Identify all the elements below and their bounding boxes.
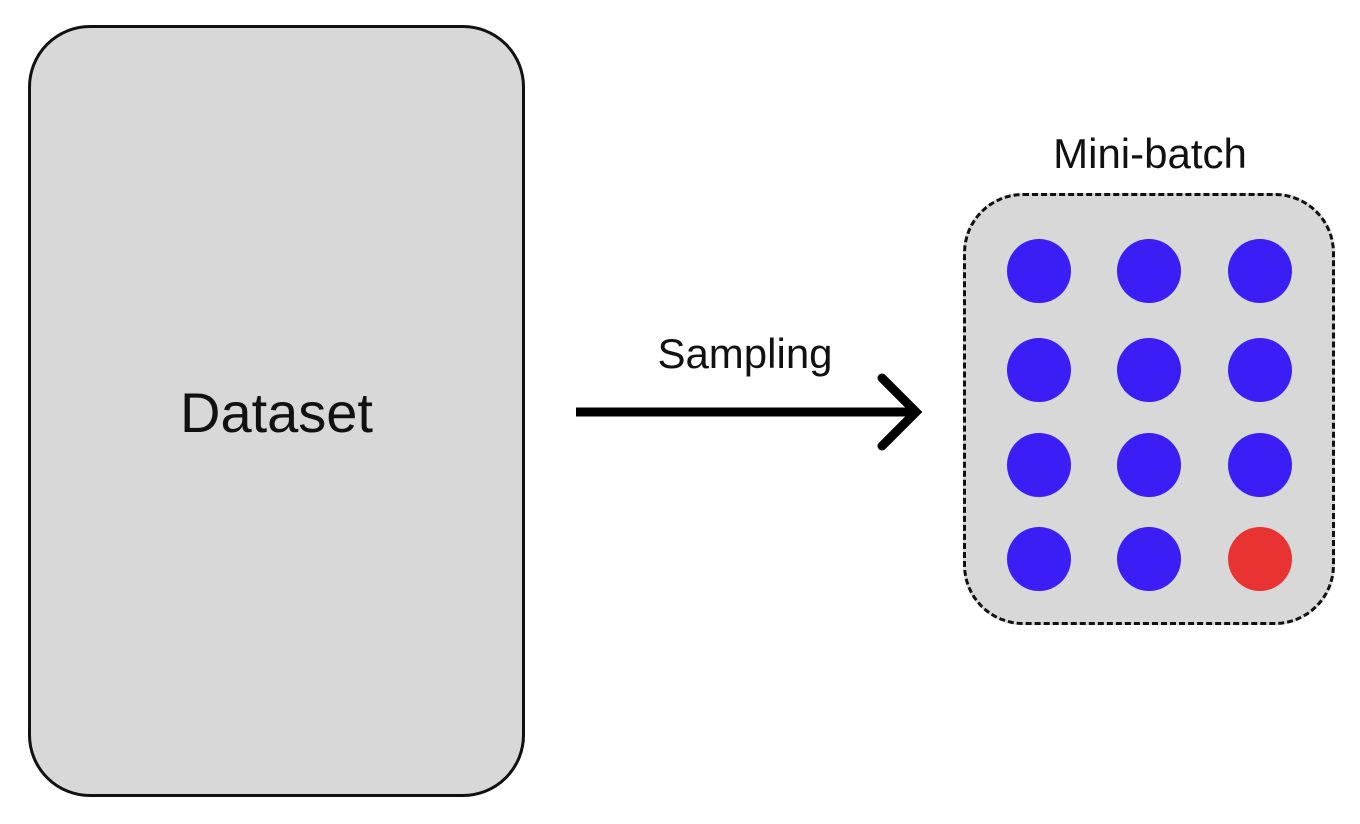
sample-dot-blue (1007, 239, 1071, 303)
sample-dot-blue (1117, 433, 1181, 497)
arrow-head (877, 373, 923, 451)
sample-dot-blue (1007, 527, 1071, 591)
sample-dot-red (1228, 527, 1292, 591)
sample-dot-blue (1228, 433, 1292, 497)
dataset-box (28, 25, 525, 797)
sample-dot-blue (1117, 338, 1181, 402)
sampling-label: Sampling (657, 330, 833, 377)
sample-dot-blue (1007, 338, 1071, 402)
minibatch-dot-grid (963, 193, 1335, 625)
sample-dot-blue (1228, 338, 1292, 402)
sample-dot-blue (1117, 527, 1181, 591)
sampling-arrow (576, 373, 923, 451)
dataset-label: Dataset (180, 381, 373, 444)
sample-dot-blue (1228, 239, 1292, 303)
minibatch-title: Mini-batch (1053, 130, 1247, 177)
sample-dot-blue (1007, 433, 1071, 497)
sample-dot-blue (1117, 239, 1181, 303)
